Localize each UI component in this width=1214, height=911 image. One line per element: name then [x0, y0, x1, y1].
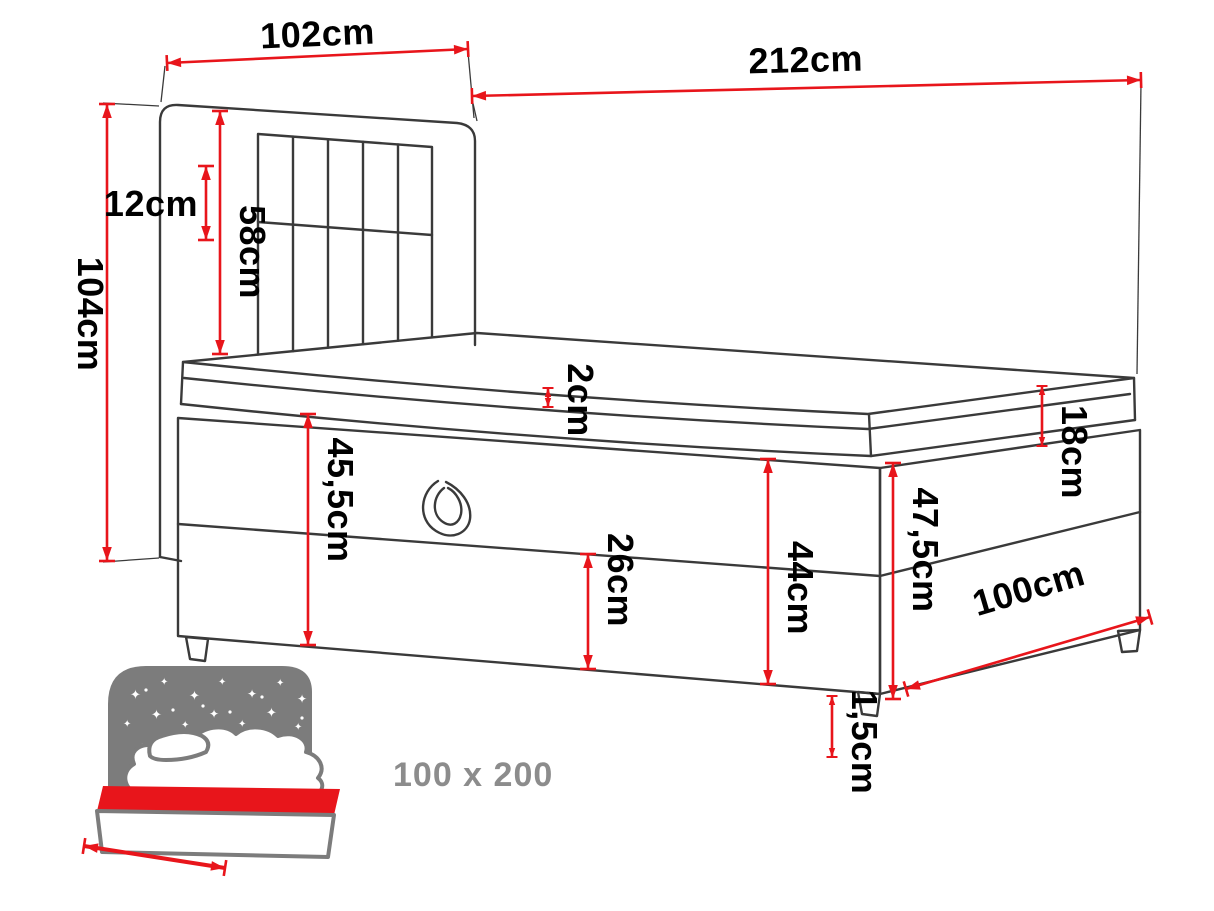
mattress-top: [181, 331, 1136, 416]
icon-base-box: [95, 809, 336, 859]
dim-label-mattress: 18cm: [1054, 405, 1095, 499]
dimension-lines: [99, 40, 1154, 758]
dim-line-bed-width: [902, 608, 1154, 698]
dim-label-clearance: 1,5cm: [844, 690, 885, 795]
sparkle-dot: [144, 688, 148, 692]
sparkle-dot: [300, 716, 304, 720]
dim-line-headboard-width: [165, 40, 470, 72]
dim-label-headboard-above-base: 58cm: [232, 205, 273, 299]
width-arrow-icon: [81, 837, 228, 877]
size-label: 100 x 200: [393, 756, 553, 794]
dim-label-headboard-width: 102cm: [259, 11, 375, 57]
sparkle-dot: [228, 710, 232, 714]
topper-seam: [182, 376, 1132, 431]
pillow: [147, 730, 211, 762]
headboard-panel: [256, 132, 434, 237]
dim-label-storage-front: 45,5cm: [320, 437, 361, 562]
headboard: [158, 103, 477, 559]
star-icon: ✦: [266, 706, 277, 721]
extension-line: [467, 51, 475, 119]
dim-label-bed-length: 212cm: [748, 38, 864, 82]
mattress-corner-edge: [867, 413, 873, 458]
sparkle-dot: [260, 695, 264, 699]
mattress-right-edge: [1132, 376, 1137, 422]
mattress-left-edge: [179, 360, 185, 406]
base-front: [176, 416, 882, 696]
sparkle-dot: [201, 704, 205, 708]
dim-label-headboard-height: 104cm: [70, 257, 111, 372]
star-icon: ✦: [189, 689, 200, 704]
bed-leg: [856, 690, 882, 718]
dim-label-foot-height: 47,5cm: [905, 487, 946, 612]
star-icon: ✦: [130, 688, 141, 703]
star-icon: ✦: [218, 677, 226, 688]
extension-line: [102, 557, 160, 563]
storage-handle-inner: [433, 486, 463, 526]
dim-label-base-height: 44cm: [780, 541, 821, 635]
extension-lines: [102, 51, 1142, 563]
extension-line: [160, 65, 166, 103]
star-icon: ✦: [247, 687, 257, 701]
bed-size-icon: ✦ ✦ ✦ ✦ ✦ ✦ ✦ ✦ ✦ ✦ ✦ ✦ ✦ ✦ ✦ ✦ ✦ ✦ ✦ ✦ …: [81, 666, 340, 877]
star-icon: ✦: [297, 692, 307, 706]
extension-line: [102, 102, 160, 107]
dim-label-lower-box: 26cm: [600, 533, 641, 627]
star-icon: ✦: [160, 677, 168, 688]
star-icon: ✦: [151, 708, 162, 723]
dim-label-topper: 2cm: [560, 363, 601, 437]
dim-line-bed-length: [470, 71, 1143, 105]
dim-label-headboard-depth: 12cm: [104, 183, 198, 224]
storage-divider: [176, 522, 882, 578]
storage-divider: [878, 510, 1142, 578]
star-icon: ✦: [276, 678, 284, 689]
dim-label-bed-width: 100cm: [968, 552, 1090, 624]
mattress-red-band: [97, 786, 340, 815]
star-icon: ✦: [181, 720, 189, 731]
mattress-seam: [179, 402, 1137, 458]
star-icon: ✦: [238, 719, 246, 730]
extension-line: [1136, 82, 1142, 375]
sparkle-dot: [171, 708, 175, 712]
star-icon: ✦: [123, 719, 131, 730]
star-icon: ✦: [209, 707, 219, 721]
storage-handle: [421, 479, 472, 537]
bed-leg: [184, 635, 210, 663]
star-icon: ✦: [294, 722, 302, 733]
